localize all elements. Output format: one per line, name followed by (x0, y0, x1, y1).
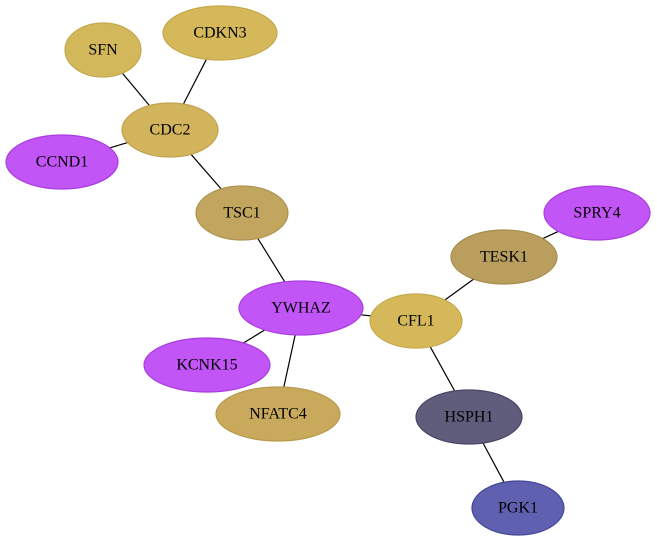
edge-ywhaz-nfatc4 (283, 334, 296, 388)
edge-cdc2-tsc1 (190, 153, 222, 190)
node-label-cdc2: CDC2 (150, 122, 191, 139)
edge-cfl1-hsph1 (429, 346, 456, 392)
edge-ccnd1-cdc2 (109, 142, 128, 149)
node-shape-cdkn3[interactable] (162, 5, 278, 61)
node-label-hsph1: HSPH1 (445, 409, 494, 426)
edge-hsph1-pgk1 (482, 442, 505, 483)
node-shape-hsph1[interactable] (415, 389, 523, 445)
node-label-cdkn3: CDKN3 (193, 25, 246, 42)
node-shape-tesk1[interactable] (450, 229, 558, 285)
node-cdkn3[interactable]: CDKN3 (162, 5, 278, 61)
edge-tesk1-spry4 (542, 230, 559, 240)
node-label-kcnk15: KCNK15 (176, 357, 237, 374)
edge-cdkn3-cdc2 (182, 58, 208, 105)
node-label-cfl1: CFL1 (397, 313, 434, 330)
node-label-sfn: SFN (88, 42, 118, 59)
node-ywhaz[interactable]: YWHAZ (238, 280, 364, 336)
node-tesk1[interactable]: TESK1 (450, 229, 558, 285)
node-shape-ccnd1[interactable] (5, 134, 119, 190)
node-label-pgk1: PGK1 (498, 500, 538, 517)
edge-tsc1-ywhaz (257, 238, 286, 283)
node-label-tesk1: TESK1 (480, 249, 528, 266)
node-label-spry4: SPRY4 (573, 205, 620, 222)
node-cdc2[interactable]: CDC2 (121, 102, 219, 158)
node-label-ccnd1: CCND1 (36, 154, 88, 171)
node-ccnd1[interactable]: CCND1 (5, 134, 119, 190)
node-hsph1[interactable]: HSPH1 (415, 389, 523, 445)
node-label-tsc1: TSC1 (223, 205, 260, 222)
edge-ywhaz-kcnk15 (243, 329, 266, 344)
node-spry4[interactable]: SPRY4 (543, 185, 651, 241)
node-shape-cdc2[interactable] (121, 102, 219, 158)
edge-layer (109, 58, 559, 483)
node-shape-ywhaz[interactable] (238, 280, 364, 336)
node-nfatc4[interactable]: NFATC4 (215, 386, 341, 442)
node-tsc1[interactable]: TSC1 (195, 185, 289, 241)
node-pgk1[interactable]: PGK1 (471, 480, 565, 536)
edge-sfn-cdc2 (121, 72, 150, 106)
node-label-nfatc4: NFATC4 (249, 406, 307, 423)
edge-ywhaz-cfl1 (360, 314, 371, 317)
node-kcnk15[interactable]: KCNK15 (143, 337, 271, 393)
node-shape-tsc1[interactable] (195, 185, 289, 241)
node-shape-pgk1[interactable] (471, 480, 565, 536)
node-shape-sfn[interactable] (64, 22, 142, 78)
node-cfl1[interactable]: CFL1 (369, 293, 463, 349)
node-shape-kcnk15[interactable] (143, 337, 271, 393)
edge-cfl1-tesk1 (444, 278, 474, 301)
node-shape-spry4[interactable] (543, 185, 651, 241)
node-sfn[interactable]: SFN (64, 22, 142, 78)
node-shape-cfl1[interactable] (369, 293, 463, 349)
node-shape-nfatc4[interactable] (215, 386, 341, 442)
node-label-ywhaz: YWHAZ (271, 300, 331, 317)
